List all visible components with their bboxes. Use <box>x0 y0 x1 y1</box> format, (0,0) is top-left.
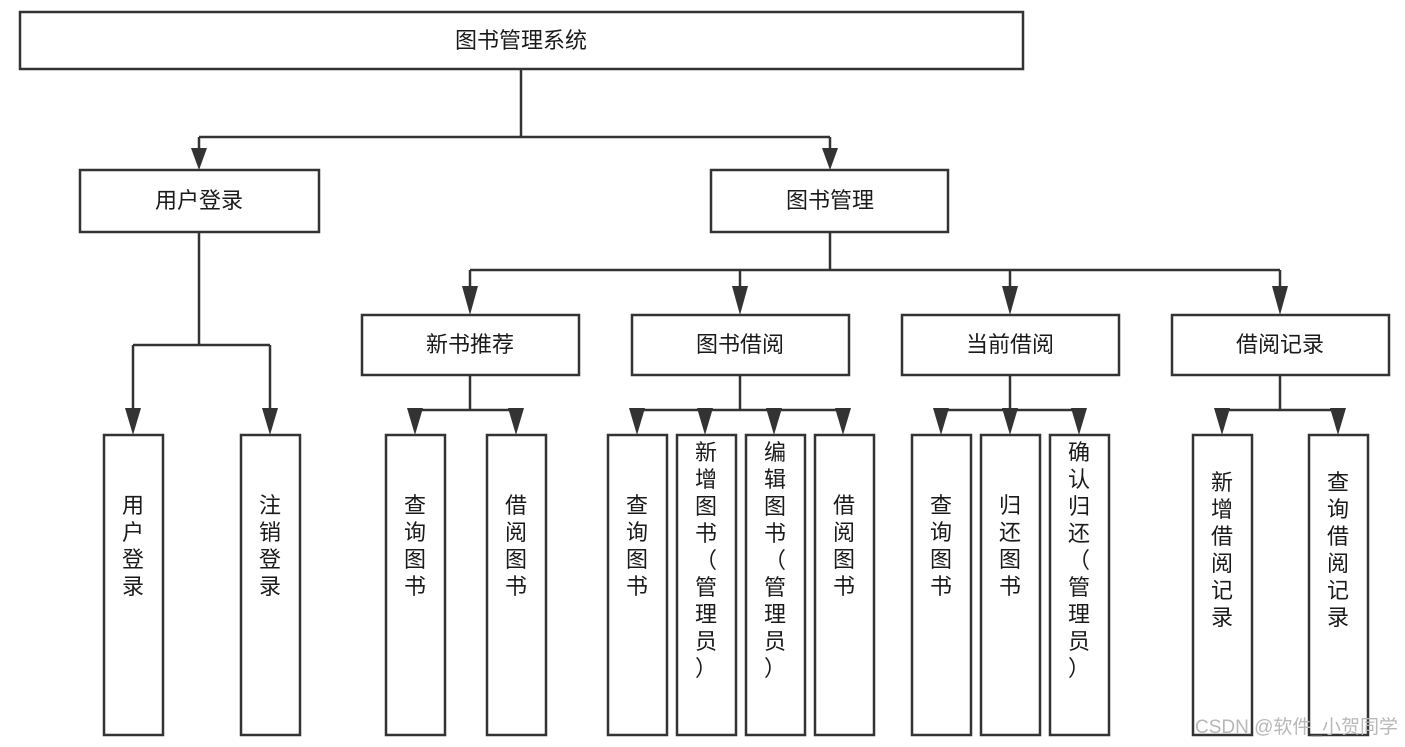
arrow-head-current-borrow <box>1002 286 1018 315</box>
leaf-box <box>1048 433 1111 737</box>
node-new-book-recommend-label: 新书推荐 <box>426 332 514 357</box>
node-current-borrow-box <box>900 313 1121 377</box>
arrow-head-user-login <box>191 148 207 170</box>
node-book-borrow-label: 图书借阅 <box>696 332 784 357</box>
leaf-label-vertical: 归还图书 <box>999 493 1021 599</box>
arrow-head-book-manage <box>822 148 838 170</box>
leaf-label-vertical: 查询图书 <box>626 493 648 599</box>
arrow-head-nb-2 <box>508 408 524 435</box>
arrow-head-ul-1 <box>125 408 141 435</box>
csdn-watermark: CSDN @软件_小贺同学 <box>1195 716 1398 738</box>
leaf-label-vertical: 借阅图书 <box>833 493 855 599</box>
leaf-box <box>239 433 302 737</box>
node-root-box <box>18 10 1025 71</box>
leaf-box <box>1191 433 1254 737</box>
node-user-login-box <box>78 168 321 234</box>
arrow-head-ul-2 <box>262 408 278 435</box>
node-book-borrow[interactable]: 图书借阅 <box>630 313 851 377</box>
leaf-label-vertical: 查询图书 <box>404 493 426 599</box>
arrow-head-bb-4 <box>835 408 851 435</box>
node-book-borrow-box <box>630 313 851 377</box>
arrow-head-cb-2 <box>1002 408 1018 435</box>
arrow-head-bb-1 <box>629 408 645 435</box>
leaf-user-login-logout[interactable]: 注销登录 <box>239 433 302 737</box>
leaf-box <box>675 433 738 737</box>
leaf-book-borrow-edit-book[interactable]: 编辑图书（管理员） <box>744 433 807 737</box>
arrow-head-nb-1 <box>407 408 423 435</box>
node-book-manage-label: 图书管理 <box>786 188 874 213</box>
leaf-borrow-record-add-record[interactable]: 新增借阅记录 <box>1191 433 1254 737</box>
arrow-head-cb-3 <box>1071 408 1087 435</box>
node-new-book-recommend[interactable]: 新书推荐 <box>360 313 581 377</box>
node-current-borrow-label: 当前借阅 <box>966 332 1054 357</box>
leaf-box <box>606 433 669 737</box>
leaf-current-borrow-query-book[interactable]: 查询图书 <box>910 433 973 737</box>
node-book-manage-box <box>709 168 950 234</box>
leaf-current-borrow-return-book[interactable]: 归还图书 <box>979 433 1042 737</box>
leaf-box <box>102 433 165 737</box>
leaf-label-vertical: 查询借阅记录 <box>1327 470 1349 630</box>
node-new-book-recommend-box <box>360 313 581 377</box>
leaf-box <box>485 433 548 737</box>
node-borrow-record[interactable]: 借阅记录 <box>1170 313 1391 377</box>
leaf-label-vertical: 用户登录 <box>122 493 144 599</box>
arrow-head-bb-2 <box>697 408 713 435</box>
node-root-label: 图书管理系统 <box>455 28 587 53</box>
node-user-login-label: 用户登录 <box>155 188 243 213</box>
leaf-box <box>813 433 876 737</box>
leaf-book-borrow-query-book[interactable]: 查询图书 <box>606 433 669 737</box>
leaf-book-borrow-add-book[interactable]: 新增图书（管理员） <box>675 433 738 737</box>
leaf-label-vertical: 新增借阅记录 <box>1211 470 1233 630</box>
node-borrow-record-label: 借阅记录 <box>1236 332 1324 357</box>
leaf-box <box>384 433 447 737</box>
leaf-label-vertical: 借阅图书 <box>505 493 527 599</box>
arrow-head-cb-1 <box>933 408 949 435</box>
leaf-new-book-query-book[interactable]: 查询图书 <box>384 433 447 737</box>
arrow-head-new-book <box>462 286 478 315</box>
node-root-system[interactable]: 图书管理系统 <box>18 10 1025 71</box>
leaf-label-vertical: 编辑图书（管理员） <box>764 440 786 681</box>
leaf-label-vertical: 注销登录 <box>259 493 281 599</box>
arrow-head-book-borrow <box>732 286 748 315</box>
leaf-label-vertical: 确认归还（管理员） <box>1068 440 1090 681</box>
leaf-label-vertical: 新增图书（管理员） <box>695 440 717 681</box>
connector-layer <box>125 69 1346 435</box>
arrow-head-borrow-record <box>1272 286 1288 315</box>
node-borrow-record-box <box>1170 313 1391 377</box>
leaf-user-login-login[interactable]: 用户登录 <box>102 433 165 737</box>
node-book-manage[interactable]: 图书管理 <box>709 168 950 234</box>
arrow-head-br-1 <box>1214 408 1230 435</box>
leaf-box <box>979 433 1042 737</box>
leaf-new-book-borrow-book[interactable]: 借阅图书 <box>485 433 548 737</box>
leaf-book-borrow-borrow-book[interactable]: 借阅图书 <box>813 433 876 737</box>
node-current-borrow[interactable]: 当前借阅 <box>900 313 1121 377</box>
arrow-head-bb-3 <box>766 408 782 435</box>
leaf-borrow-record-query-record[interactable]: 查询借阅记录 <box>1307 433 1370 737</box>
leaf-label-vertical: 查询图书 <box>930 493 952 599</box>
leaf-box <box>744 433 807 737</box>
leaf-box <box>1307 433 1370 737</box>
node-user-login[interactable]: 用户登录 <box>78 168 321 234</box>
leaf-current-borrow-confirm-return[interactable]: 确认归还（管理员） <box>1048 433 1111 737</box>
leaf-box <box>910 433 973 737</box>
arrow-head-br-2 <box>1330 408 1346 435</box>
